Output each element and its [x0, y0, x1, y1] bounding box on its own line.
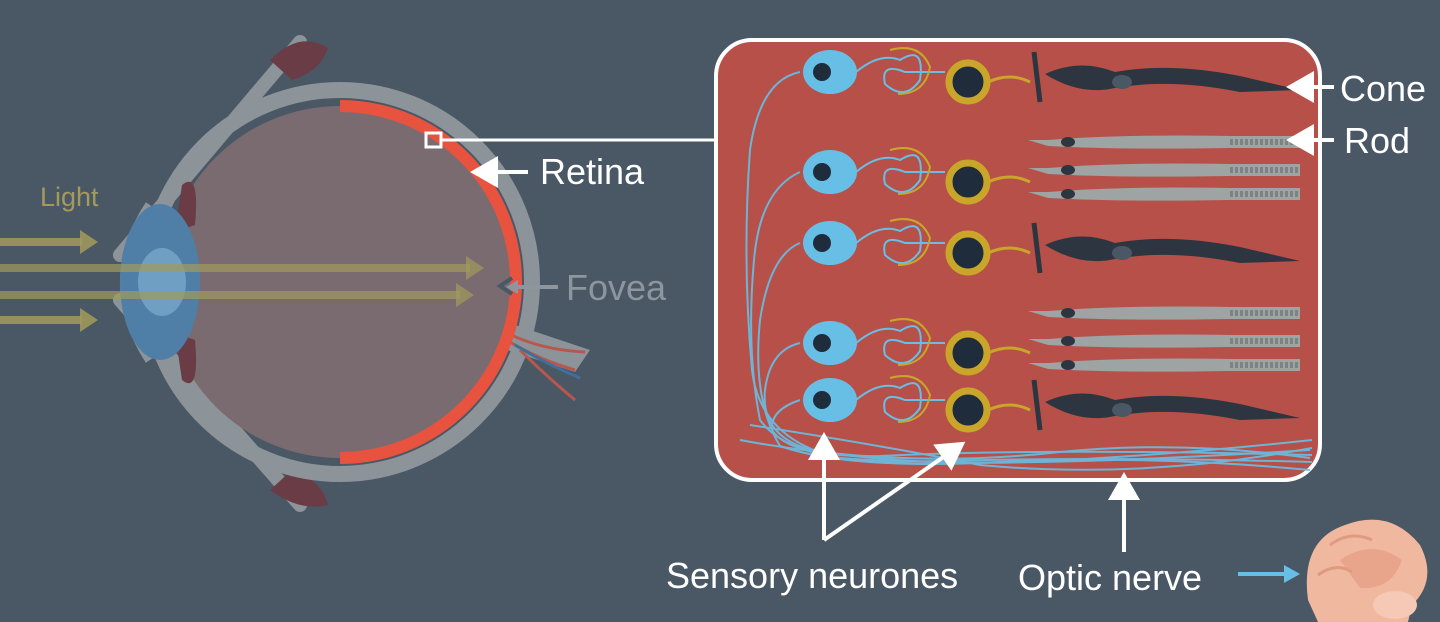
brain-icon: [1306, 519, 1428, 622]
cone-label: Cone: [1340, 68, 1426, 109]
cell-row-4: [803, 306, 1300, 376]
cone-nucleus: [1112, 75, 1132, 89]
rod-label: Rod: [1344, 120, 1410, 161]
lens-core: [138, 248, 186, 316]
rod-nucleus: [1061, 360, 1075, 370]
upper-eyelash-pad: [270, 41, 328, 80]
optic-nerve-label: Optic nerve: [1018, 557, 1202, 598]
bipolar-axon: [987, 403, 1031, 412]
lower-eyelash-pad: [270, 470, 328, 507]
bipolar-dendrites: [889, 47, 932, 95]
fovea-notch: [496, 276, 514, 296]
cell-row-2: [803, 135, 1300, 205]
bipolar-dendrites: [889, 147, 932, 195]
bipolar-cell: [945, 159, 991, 205]
retina-closeup-panel: [714, 38, 1334, 583]
bipolar-dendrites: [889, 218, 932, 266]
ganglion-dendrites: [855, 154, 945, 193]
blood-vessels-blue: [514, 343, 581, 380]
cone-cell: [1034, 390, 1300, 420]
rod-cell: [1028, 358, 1300, 372]
retina-label: Retina: [540, 151, 645, 192]
ganglion-dendrites: [855, 54, 945, 93]
ganglion-nucleus: [813, 391, 831, 409]
cone-nucleus: [1112, 246, 1132, 260]
ganglion-nucleus: [813, 334, 831, 352]
cone-terminal: [1031, 51, 1043, 103]
bipolar-cell: [945, 387, 991, 433]
cone-cell: [1034, 233, 1300, 263]
bipolar-axon: [987, 175, 1031, 184]
bipolar-axon: [987, 75, 1031, 84]
cone-cell: [1034, 62, 1300, 92]
bipolar-cell: [945, 330, 991, 376]
fovea-label: Fovea: [566, 267, 667, 308]
bipolar-cell: [945, 230, 991, 276]
rod-nucleus: [1061, 165, 1075, 175]
rod-cell: [1028, 163, 1300, 177]
cone-nucleus: [1112, 403, 1132, 417]
rod-cell: [1028, 135, 1300, 149]
ganglion-dendrites: [855, 225, 945, 264]
bipolar-dendrites: [889, 375, 932, 423]
bipolar-axon: [987, 346, 1031, 355]
cell-rows: [803, 47, 1300, 433]
ganglion-nucleus: [813, 163, 831, 181]
rod-cell: [1028, 334, 1300, 348]
bipolar-axon: [987, 246, 1031, 255]
light-rays: [0, 230, 484, 332]
rod-nucleus: [1061, 308, 1075, 318]
eye-cross-section: [0, 35, 718, 512]
cell-row-3: [803, 218, 1300, 276]
ganglion-nucleus: [813, 63, 831, 81]
fovea-arrowhead: [506, 280, 518, 294]
cell-row-1: [803, 47, 1300, 105]
cell-row-5: [803, 375, 1300, 433]
brain-arrowhead: [1284, 565, 1300, 583]
ganglion-dendrites: [855, 382, 945, 421]
sensory-arrow-2: [822, 441, 966, 542]
ganglion-nucleus: [813, 234, 831, 252]
vitreous-body: [164, 106, 516, 458]
light-label: Light: [40, 182, 99, 212]
bipolar-cell: [945, 59, 991, 105]
rod-nucleus: [1061, 336, 1075, 346]
rod-nucleus: [1061, 137, 1075, 147]
cone-terminal: [1031, 222, 1043, 274]
rod-nucleus: [1061, 189, 1075, 199]
ganglion-dendrites: [855, 325, 945, 364]
cone-terminal: [1031, 379, 1043, 431]
rod-cell: [1028, 187, 1300, 201]
rod-cell: [1028, 306, 1300, 320]
sensory-neurones-label: Sensory neurones: [666, 555, 958, 596]
bipolar-dendrites: [889, 318, 932, 366]
